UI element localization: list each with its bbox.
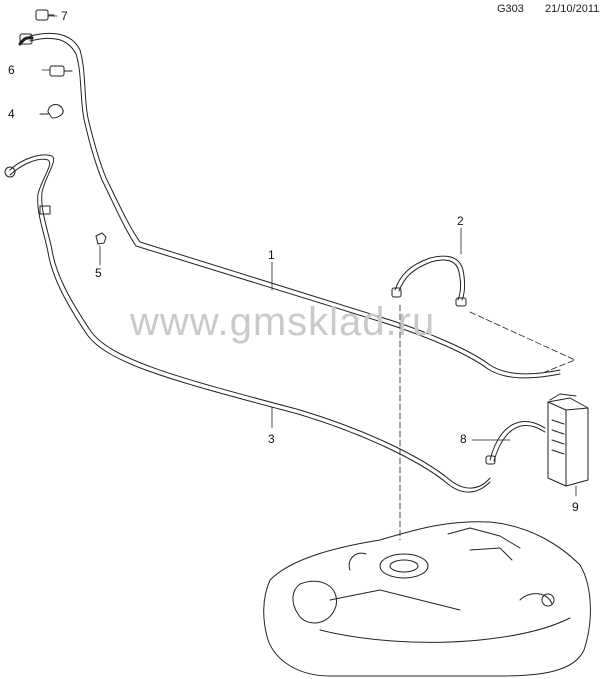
connector-part-7 <box>35 9 55 21</box>
callout-3: 3 <box>268 432 275 446</box>
callout-4: 4 <box>8 107 15 121</box>
nut-part-5 <box>95 232 107 245</box>
watermark-text: www.gmsklad.ru <box>130 300 436 344</box>
callout-8: 8 <box>460 432 467 446</box>
callout-2: 2 <box>457 214 464 228</box>
connector-part-6 <box>49 65 73 77</box>
fuel-pipe-8 <box>485 421 546 465</box>
callout-5: 5 <box>95 266 102 280</box>
callout-1: 1 <box>268 248 275 262</box>
diagram-code: G303 <box>497 3 524 15</box>
fuel-pipe-3 <box>4 154 491 493</box>
evap-canister-9 <box>547 393 589 487</box>
fuel-pipe-2 <box>391 255 467 307</box>
callout-7: 7 <box>61 9 68 23</box>
fuel-pipe-1 <box>18 32 561 379</box>
callout-9: 9 <box>572 500 579 514</box>
clip-part-4 <box>39 104 64 119</box>
fuel-tank <box>263 521 591 677</box>
callout-6: 6 <box>8 63 15 77</box>
reference-dash-lines <box>399 304 576 541</box>
leader-lines <box>41 15 577 497</box>
diagram-date: 21/10/2011 <box>545 3 600 15</box>
